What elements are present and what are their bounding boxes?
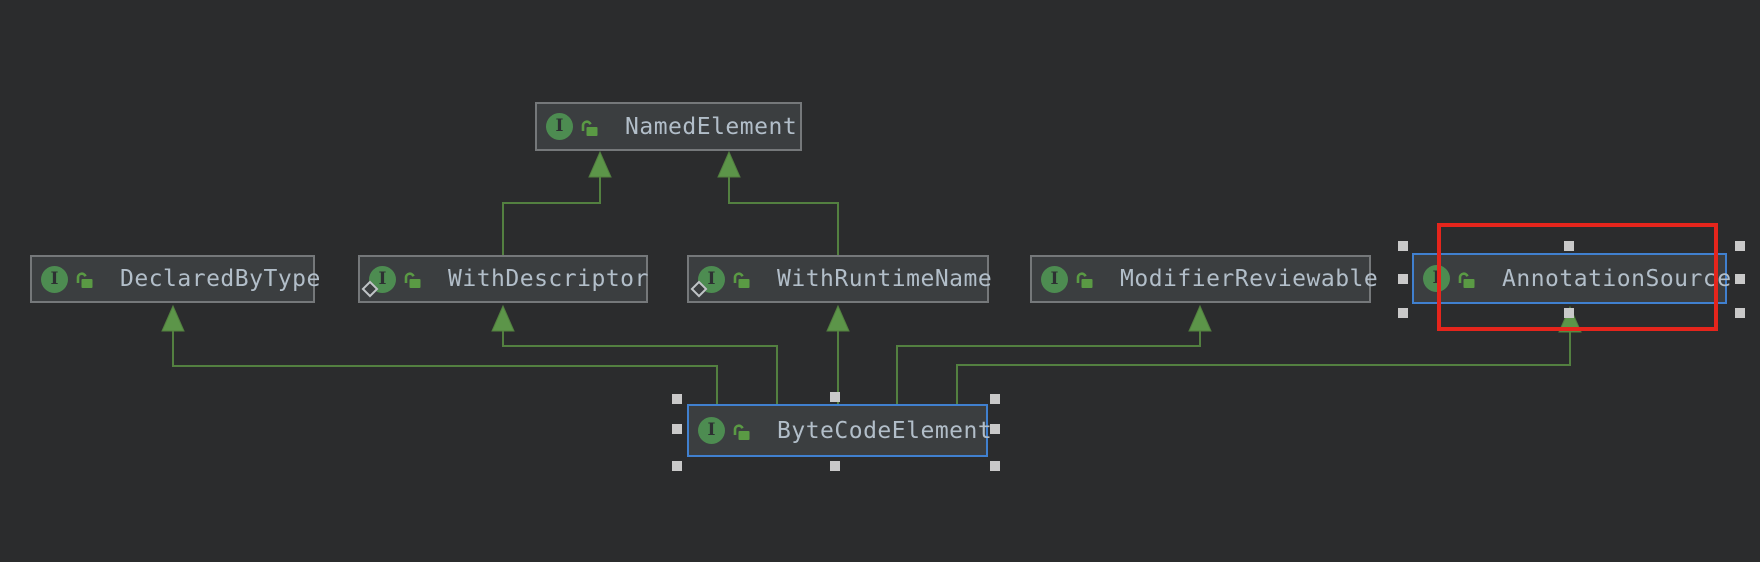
selection-handle[interactable]: [1735, 274, 1745, 284]
edge-bytecodeelement-annotationsource: [956, 332, 1571, 404]
annotation-rectangle: [1437, 223, 1718, 331]
class-node-modifierreviewable[interactable]: I ModifierReviewable: [1030, 255, 1378, 303]
node-label: WithRuntimeName: [777, 266, 993, 292]
selection-handle[interactable]: [1735, 308, 1745, 318]
unlocked-icon: [733, 423, 750, 440]
selection-handle[interactable]: [1564, 308, 1574, 318]
class-node-declaredbytype[interactable]: I DeclaredByType: [30, 255, 320, 303]
selection-handle[interactable]: [1564, 241, 1574, 251]
node-label: ByteCodeElement: [777, 417, 993, 444]
selection-handle[interactable]: [1398, 308, 1408, 318]
class-node-bytecodeelement[interactable]: I ByteCodeElement: [687, 404, 992, 457]
interface-icon: I: [690, 265, 725, 297]
edge-bytecodeelement-modifierreviewable: [896, 331, 1201, 404]
unlocked-icon: [1458, 271, 1475, 288]
selection-handle[interactable]: [1398, 241, 1408, 251]
arrowhead-icon: [491, 304, 515, 332]
interface-icon: I: [361, 265, 396, 297]
selection-handle[interactable]: [830, 392, 840, 402]
unlocked-icon: [581, 119, 598, 136]
arrowhead-icon: [826, 304, 850, 332]
class-node-withdescriptor[interactable]: I WithDescriptor: [358, 255, 648, 303]
class-node-annotationsource[interactable]: I AnnotationSource: [1412, 253, 1731, 304]
arrowhead-icon: [717, 150, 741, 178]
selection-handle[interactable]: [990, 424, 1000, 434]
node-label: AnnotationSource: [1502, 265, 1732, 292]
edge-withdescriptor-namedelement: [502, 177, 601, 255]
interface-icon: I: [41, 265, 68, 293]
node-label: WithDescriptor: [448, 266, 649, 292]
interface-icon: I: [546, 113, 573, 140]
interface-icon: I: [1041, 265, 1068, 293]
node-label: ModifierReviewable: [1120, 266, 1379, 292]
arrowhead-icon: [1188, 304, 1212, 332]
interface-icon: I: [698, 417, 725, 444]
node-label: NamedElement: [625, 113, 798, 140]
edge-withruntimename-namedelement: [728, 177, 839, 255]
selection-handle[interactable]: [1735, 241, 1745, 251]
interface-icon: I: [1423, 265, 1450, 292]
selection-handle[interactable]: [990, 461, 1000, 471]
arrowhead-icon: [588, 150, 612, 178]
selection-handle[interactable]: [672, 424, 682, 434]
unlocked-icon: [404, 272, 421, 288]
edge-bytecodeelement-declaredbytype: [172, 331, 718, 404]
node-label: DeclaredByType: [120, 266, 321, 292]
selection-handle[interactable]: [1398, 274, 1408, 284]
selection-handle[interactable]: [830, 461, 840, 471]
unlocked-icon: [76, 272, 93, 288]
class-node-namedelement[interactable]: I NamedElement: [535, 102, 802, 151]
selection-handle[interactable]: [672, 394, 682, 404]
arrowhead-icon: [161, 304, 185, 332]
unlocked-icon: [1076, 272, 1093, 288]
edge-bytecodeelement-withdescriptor: [502, 331, 778, 404]
selection-handle[interactable]: [672, 461, 682, 471]
selection-handle[interactable]: [990, 394, 1000, 404]
class-node-withruntimename[interactable]: I WithRuntimeName: [687, 255, 993, 303]
unlocked-icon: [733, 272, 750, 288]
